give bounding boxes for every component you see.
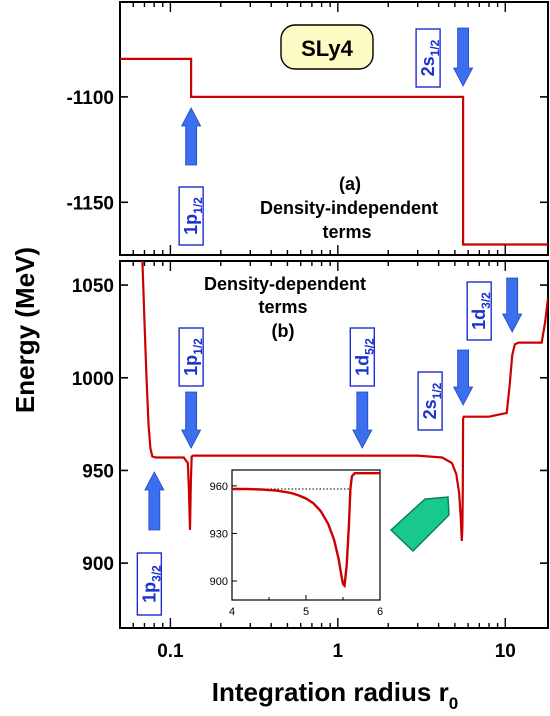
model-badge-label: SLy4	[301, 36, 354, 61]
panel-b-level-1p12-label: 1p1/2	[181, 338, 205, 376]
panel-b-level-2s12-arrow	[452, 349, 474, 406]
panel-a-level-1p12-label-name: 1p	[181, 214, 201, 235]
inset-xtick-label: 5	[303, 606, 309, 618]
panel-b-level-1p32-label-sub: 3/2	[149, 565, 163, 582]
inset-xtick-label: 4	[229, 606, 235, 618]
panel-b-level-1d32-label-name: 1d	[469, 309, 489, 330]
series-line-panel-b	[141, 261, 548, 541]
panel-a-level-1p12-arrow	[180, 107, 202, 166]
x-axis-label-sub: 0	[449, 694, 458, 713]
panel-b-annotation-line1: Density-dependent	[204, 274, 366, 294]
panel-b-level-1d52-label-sub: 5/2	[362, 338, 376, 355]
inset-ytick-label: 930	[210, 528, 228, 540]
panel-b-level-1d32-label: 1d3/2	[469, 292, 493, 330]
panel-a-ytick-label: -1150	[66, 193, 114, 214]
panel-b-ytick-label: 950	[82, 461, 114, 482]
panel-b-level-1d32-label-sub: 3/2	[479, 292, 493, 309]
panel-a-level-1p12-label: 1p1/2	[181, 197, 205, 235]
panel-a-level-2s12-label: 2s1/2	[418, 39, 442, 76]
panel-b-level-2s12-label-sub: 1/2	[430, 382, 444, 399]
panel-b-level-1p32-label-name: 1p	[139, 582, 159, 603]
x-axis-label: Integration radius r0	[212, 677, 458, 713]
panel-b-label: (b)	[272, 321, 295, 341]
model-badge	[280, 24, 374, 70]
panel-b-level-1p32-box	[136, 552, 163, 616]
panel-b-level-1d52-arrow	[352, 391, 373, 449]
panel-b-level-1p12-box	[178, 327, 204, 387]
panel-b-xtick-label: 1	[333, 641, 344, 662]
panel-b-level-2s12-box	[417, 371, 443, 431]
panel-b-level-1p12-label-name: 1p	[181, 355, 201, 376]
panel-a-level-2s12-arrow	[452, 27, 474, 87]
panel-b-level-1p12-label-sub: 1/2	[191, 338, 205, 355]
panel-a-annotation-line2: terms	[322, 222, 371, 242]
panel-a-level-2s12-label-name: 2s	[418, 56, 438, 76]
panel-a-annotation-line1: Density-independent	[260, 198, 438, 218]
panel-b-xtick-label: 0.1	[157, 641, 184, 662]
panel-b-level-2s12-label: 2s1/2	[420, 382, 444, 419]
panel-a-ytick-label: -1100	[66, 88, 114, 109]
panel-a-frame	[119, 1, 549, 256]
panel-b-level-1d52-label-name: 1d	[352, 355, 372, 376]
panel-b-ytick-label: 1050	[72, 276, 114, 297]
x-axis-label-main: Integration radius r	[212, 677, 449, 707]
inset-pointer-icon	[389, 496, 450, 552]
panel-a-level-1p12-label-sub: 1/2	[191, 197, 205, 214]
panel-b-frame	[119, 260, 549, 629]
y-axis-label: Energy (MeV)	[10, 247, 40, 413]
inset-xtick-label: 6	[377, 606, 383, 618]
panel-b-ytick-label: 900	[82, 554, 114, 575]
panel-b-level-1p12-arrow	[180, 391, 202, 449]
series-line-panel-a	[120, 57, 548, 246]
panel-b-annotation-line2: terms	[258, 297, 307, 317]
panel-b-level-1d32-arrow	[502, 277, 523, 333]
panel-b-level-1d52-box	[349, 327, 375, 387]
panel-b-level-1d52-label: 1d5/2	[352, 338, 376, 376]
panel-b-level-1p32-label: 1p3/2	[139, 565, 163, 603]
panel-a-label: (a)	[339, 174, 361, 194]
inset-series-line	[232, 472, 380, 589]
inset-ytick-label: 960	[210, 481, 228, 493]
panel-b-xtick-label: 10	[495, 641, 516, 662]
inset-ytick-label: 900	[210, 576, 228, 588]
panel-b-level-1d32-box	[466, 281, 492, 341]
panel-b-level-1p32-arrow	[144, 471, 165, 531]
inset-frame	[231, 469, 381, 601]
panel-b-level-2s12-label-name: 2s	[420, 399, 440, 419]
panel-b-ytick-label: 1000	[72, 369, 114, 390]
panel-a-level-2s12-label-sub: 1/2	[428, 39, 442, 56]
panel-a-level-1p12-box	[178, 186, 204, 246]
panel-a-level-2s12-box	[415, 28, 441, 88]
